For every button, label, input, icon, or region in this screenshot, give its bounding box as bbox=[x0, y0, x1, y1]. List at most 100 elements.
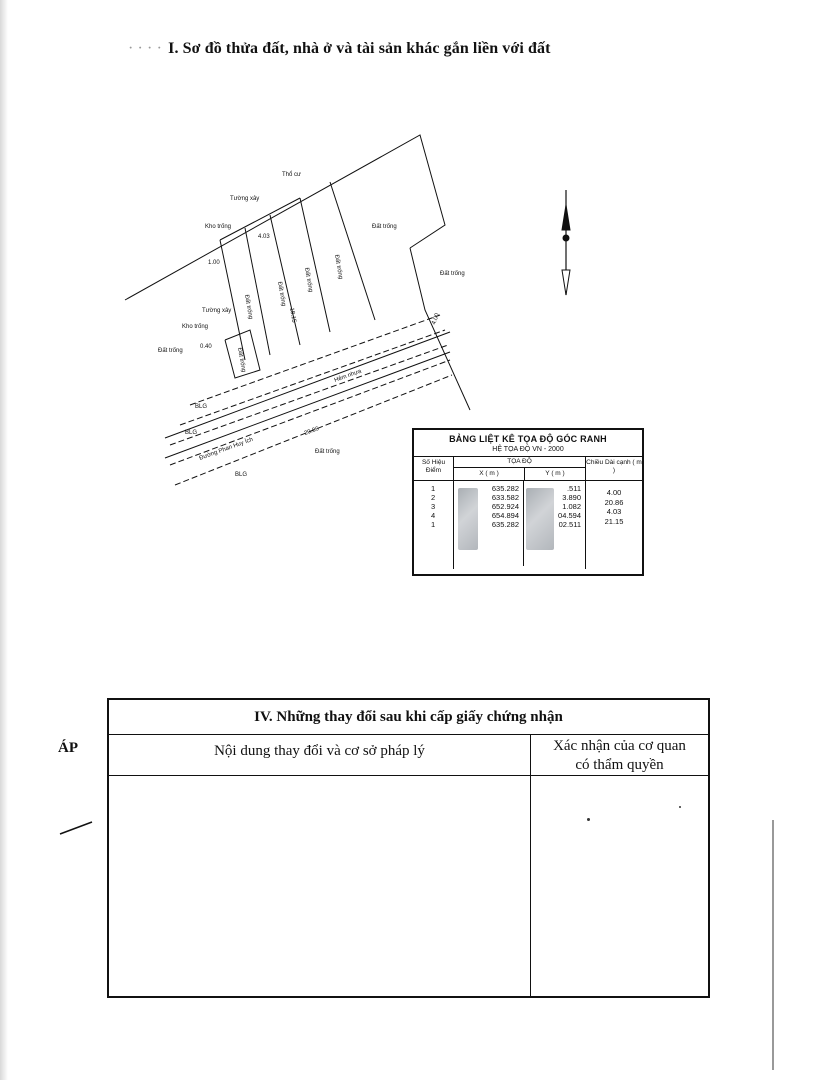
redaction-y bbox=[526, 488, 554, 550]
label-dat-trong-right2: Đất trống bbox=[440, 271, 465, 277]
length-cell: 21.15 bbox=[604, 516, 624, 526]
label-dat-trong-bottom: Đất trống bbox=[315, 449, 340, 455]
label-blg-3: BLG bbox=[235, 472, 247, 478]
label-blg-1: BLG bbox=[195, 404, 207, 410]
lot-line-3 bbox=[269, 214, 301, 346]
length-cell: 20.86 bbox=[604, 497, 624, 507]
lot-line-4 bbox=[299, 197, 331, 333]
redaction-x bbox=[458, 488, 478, 550]
x-cell: 654.894 bbox=[491, 511, 519, 520]
changes-title: IV. Những thay đổi sau khi cấp giấy chứn… bbox=[109, 700, 708, 735]
label-kho-trong-mid: Kho trống bbox=[182, 324, 208, 330]
label-tho-cu: Thổ cư bbox=[282, 171, 301, 178]
point-cell: 2 bbox=[431, 493, 436, 502]
label-strip-2: Đất trống bbox=[276, 281, 286, 306]
section-title-text: I. Sơ đồ thửa đất, nhà ở và tài sản khác… bbox=[168, 40, 551, 57]
speck bbox=[587, 818, 590, 821]
parcel-boundary bbox=[124, 134, 446, 301]
label-strip-3: Đất trống bbox=[303, 267, 313, 292]
road-line-4 bbox=[169, 359, 451, 466]
small-lot bbox=[224, 329, 261, 379]
col-length-header: Chiều Dài cạnh ( m ) bbox=[586, 457, 642, 481]
confirm-line-1: Xác nhận của cơ quan bbox=[553, 738, 686, 754]
changes-body-confirm bbox=[531, 776, 708, 996]
label-strip-4: Đất trống bbox=[333, 254, 343, 279]
x-cell: 633.582 bbox=[491, 493, 519, 502]
confirm-line-2: có thẩm quyền bbox=[575, 757, 664, 773]
y-cell: 1.082 bbox=[562, 502, 581, 511]
section-title: · · · · I. Sơ đồ thửa đất, nhà ở và tài … bbox=[128, 40, 551, 58]
label-dat-trong-right: Đất trống bbox=[372, 224, 397, 230]
length-cell: 4.00 bbox=[606, 488, 622, 497]
dim-0-40: 0.40 bbox=[200, 344, 212, 350]
changes-body bbox=[109, 776, 708, 996]
y-cell: 02.511 bbox=[558, 520, 581, 529]
length-cell: 4.03 bbox=[606, 507, 622, 516]
y-cell: 04.594 bbox=[558, 511, 581, 520]
label-duong: Đường Phan Huy Ích bbox=[198, 436, 254, 462]
changes-header: Nội dung thay đổi và cơ sở pháp lý Xác n… bbox=[109, 735, 708, 776]
coordinate-table: BẢNG LIỆT KÊ TỌA ĐỘ GÓC RANH HỆ TỌA ĐỘ V… bbox=[412, 428, 644, 576]
x-cell: 652.924 bbox=[491, 502, 519, 511]
point-cell: 1 bbox=[431, 484, 436, 493]
lot-top-1 bbox=[219, 197, 301, 241]
col-x-header: X ( m ) bbox=[454, 468, 525, 480]
road-solid-2 bbox=[164, 351, 451, 459]
changes-col-content: Nội dung thay đổi và cơ sở pháp lý bbox=[109, 735, 531, 775]
point-cell: 4 bbox=[431, 511, 436, 520]
dim-1-00: 1.00 bbox=[208, 260, 220, 266]
point-cell: 3 bbox=[431, 502, 436, 511]
speck bbox=[679, 806, 681, 808]
x-cell: 635.282 bbox=[491, 484, 519, 493]
section-title-prefix: · · · · bbox=[128, 40, 163, 57]
side-text: ÁP bbox=[58, 740, 78, 756]
lot-line-1 bbox=[219, 239, 246, 361]
lot-line-2 bbox=[244, 227, 271, 356]
dim-4-03: 4.03 bbox=[258, 234, 270, 240]
x-cell: 635.282 bbox=[491, 520, 519, 529]
dim-18-15: 18.15 bbox=[288, 307, 297, 323]
dim-20-86: 20.86 bbox=[304, 426, 321, 437]
coord-table-subtitle: HỆ TỌA ĐỘ VN - 2000 bbox=[492, 446, 564, 453]
label-blg-2: BLG bbox=[185, 430, 197, 436]
changes-body-content bbox=[109, 776, 531, 996]
right-parcel-line bbox=[409, 247, 471, 411]
road-line-5 bbox=[174, 374, 453, 486]
page-edge bbox=[0, 0, 8, 1080]
road-line-3 bbox=[169, 344, 449, 446]
col-point-header: Số Hiệu Điểm bbox=[414, 457, 453, 481]
north-arrow-icon bbox=[561, 190, 571, 296]
road-line-1 bbox=[189, 314, 441, 406]
coords-header: TỌA ĐỘ X ( m ) Y ( m ) bbox=[454, 457, 585, 481]
road-line-2 bbox=[179, 329, 446, 426]
label-tuong-xay-top: Tường xây bbox=[230, 196, 259, 202]
label-dat-trong-left: Đất trống bbox=[158, 348, 183, 354]
label-dat-trong-small: Đất trống bbox=[236, 347, 246, 372]
y-cell: .511 bbox=[566, 484, 581, 493]
label-strip-1: Đất trống bbox=[243, 294, 253, 319]
right-edge-line bbox=[772, 820, 774, 1070]
coord-table-title: BẢNG LIỆT KÊ TỌA ĐỘ GÓC RANH bbox=[449, 434, 607, 444]
y-cell: 3.890 bbox=[562, 493, 581, 502]
changes-col-confirm: Xác nhận của cơ quan có thẩm quyền bbox=[531, 735, 708, 775]
label-tuong-xay-mid: Tường xây bbox=[202, 308, 231, 314]
label-kho-trong-top: Kho trống bbox=[205, 224, 231, 230]
col-y-header: Y ( m ) bbox=[545, 470, 565, 477]
point-cell: 1 bbox=[431, 520, 436, 529]
coords-header-label: TỌA ĐỘ bbox=[454, 457, 585, 468]
lot-line-5 bbox=[329, 181, 376, 321]
plot-map: Thổ cư Tường xây Kho trống Đất trống Đất… bbox=[124, 134, 571, 486]
changes-table: IV. Những thay đổi sau khi cấp giấy chứn… bbox=[107, 698, 710, 998]
road-solid-1 bbox=[164, 331, 451, 439]
dim-4-00: 4.00 bbox=[431, 312, 441, 326]
pen-mark bbox=[59, 821, 93, 835]
label-hem-nhua: Hẻm nhựa bbox=[334, 368, 363, 384]
